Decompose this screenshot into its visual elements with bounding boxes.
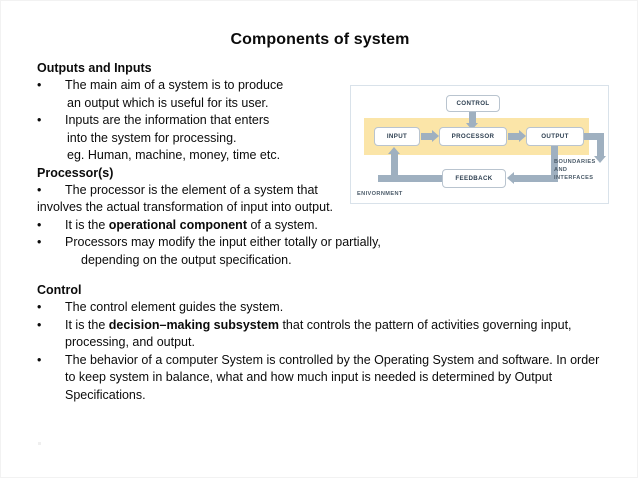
text-post: that controls the pattern of activities … bbox=[65, 317, 572, 350]
diagram-box-output: OUTPUT bbox=[526, 127, 584, 146]
slide-body: Outputs and Inputs • The main aim of a s… bbox=[37, 60, 603, 404]
arrow-feedback-to-input-vertical bbox=[391, 154, 398, 182]
arrow-feedback-to-input-head bbox=[388, 147, 400, 154]
arrow-processor-to-output-shaft bbox=[508, 133, 520, 140]
list-item-line: into the system for processing. bbox=[67, 130, 237, 145]
list-item-continuation: an output which is useful for its user. bbox=[37, 95, 603, 113]
list-item-line: It is the operational component of a sys… bbox=[65, 217, 603, 235]
diagram-box-feedback: FEEDBACK bbox=[442, 169, 506, 188]
bullet-icon: • bbox=[37, 217, 42, 232]
arrow-output-to-feedback-head bbox=[507, 172, 514, 184]
system-components-diagram: CONTROL INPUT PROCESSOR OUTPUT FEEDBACK … bbox=[350, 85, 609, 204]
section-heading-outputs-and-inputs: Outputs and Inputs bbox=[37, 61, 152, 75]
bullet-icon: • bbox=[37, 182, 42, 197]
arrow-control-to-processor-head bbox=[466, 123, 478, 130]
arrow-feedback-to-input-horizontal bbox=[378, 175, 442, 182]
diagram-box-processor: PROCESSOR bbox=[439, 127, 507, 146]
section-heading-control: Control bbox=[37, 283, 82, 297]
list-item: • The behavior of a computer System is c… bbox=[37, 352, 603, 405]
list-item-line: The control element guides the system. bbox=[65, 300, 284, 314]
list-item: • It is the operational component of a s… bbox=[37, 217, 603, 235]
text-pre: It is the bbox=[65, 217, 109, 232]
list-item: • The control element guides the system. bbox=[37, 299, 603, 317]
text-pre: It is the bbox=[65, 317, 109, 332]
spacer bbox=[37, 269, 603, 282]
arrow-output-to-boundary-head bbox=[594, 156, 606, 163]
list-item: • The main aim of a system is to produce bbox=[37, 77, 603, 95]
list-item: • It is the decision–making subsystem th… bbox=[37, 317, 603, 352]
page-title: Components of system bbox=[230, 31, 410, 48]
list-item-continuation: involves the actual transformation of in… bbox=[37, 199, 603, 217]
diagram-box-control: CONTROL bbox=[446, 95, 500, 112]
bullet-icon: • bbox=[37, 113, 42, 127]
diagram-label-boundaries-line1: BOUNDARIES bbox=[554, 159, 596, 165]
text-emphasis: operational component bbox=[108, 217, 247, 232]
list-item: • Processors may modify the input either… bbox=[37, 234, 603, 252]
bullet-icon: • bbox=[37, 235, 42, 249]
bullet-icon: • bbox=[37, 317, 42, 332]
arrow-control-to-processor-shaft bbox=[469, 112, 476, 124]
list-item-continuation: eg. Human, machine, money, time etc. bbox=[37, 147, 603, 165]
list-item-line: Inputs are the information that enters bbox=[65, 113, 270, 127]
list-item-line: eg. Human, machine, money, time etc. bbox=[67, 148, 281, 162]
bullet-icon: • bbox=[37, 78, 42, 92]
list-item-line: Processors may modify the input either t… bbox=[65, 235, 381, 249]
arrow-input-to-processor-shaft bbox=[421, 133, 433, 140]
list-item-continuation: into the system for processing. bbox=[37, 130, 603, 148]
list-item-line: It is the decision–making subsystem that… bbox=[65, 317, 603, 352]
list-item-line: depending on the output specification. bbox=[81, 252, 292, 267]
list-item-line: involves the actual transformation of in… bbox=[37, 200, 334, 214]
arrow-output-to-boundary-vertical bbox=[597, 133, 604, 157]
arrow-output-to-boundary-horizontal bbox=[584, 133, 604, 140]
list-item: • The processor is the element of a syst… bbox=[37, 182, 603, 200]
text-emphasis: decision–making subsystem bbox=[108, 317, 279, 332]
list-item-continuation: depending on the output specification. bbox=[37, 252, 603, 270]
diagram-box-input: INPUT bbox=[374, 127, 420, 146]
bullet-icon: • bbox=[37, 300, 42, 314]
diagram-label-boundaries-line3: INTERFACES bbox=[554, 175, 594, 181]
arrow-output-to-feedback-vertical bbox=[551, 146, 558, 178]
bullet-icon: • bbox=[37, 352, 42, 367]
diagram-label-boundaries-line2: AND bbox=[554, 167, 568, 173]
section-heading-processors: Processor(s) bbox=[37, 165, 114, 180]
list-item-line: The main aim of a system is to produce bbox=[65, 78, 284, 92]
arrow-input-to-processor-head bbox=[432, 130, 439, 142]
text-post: of a system. bbox=[246, 217, 318, 232]
diagram-label-environment: ENIVORNMENT bbox=[357, 191, 403, 197]
arrow-processor-to-output-head bbox=[519, 130, 526, 142]
list-item-line: The processor is the element of a system… bbox=[65, 182, 318, 197]
list-item-line: The behavior of a computer System is con… bbox=[65, 352, 600, 402]
diagram-label-boundaries-and-interfaces: BOUNDARIES AND INTERFACES bbox=[554, 158, 610, 182]
list-item: • Inputs are the information that enters bbox=[37, 112, 603, 130]
arrow-output-to-feedback-horizontal bbox=[514, 175, 558, 182]
slide-corner-marker bbox=[38, 442, 41, 445]
list-item-line: an output which is useful for its user. bbox=[67, 95, 269, 110]
